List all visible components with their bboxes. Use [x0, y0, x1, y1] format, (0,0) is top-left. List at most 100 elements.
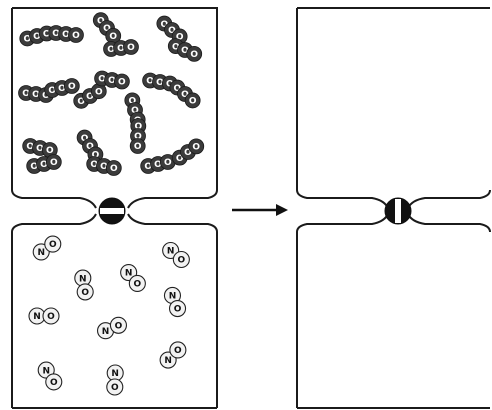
oxygen-atom-label: O — [46, 146, 54, 156]
oxygen-atom-label: O — [49, 240, 57, 250]
oxygen-atom-label: O — [81, 288, 89, 298]
oxygen-atom — [105, 160, 122, 176]
oxygen-atom-label: O — [174, 346, 182, 356]
oxygen-atom-label: O — [86, 92, 94, 102]
oxygen-atom-label: O — [42, 91, 50, 101]
oxygen-atom-label: O — [108, 76, 116, 86]
oxygen-atom-label: O — [81, 134, 89, 144]
nitrogen-atom-label: N — [37, 248, 45, 258]
oxygen-atom-label: O — [192, 143, 200, 153]
oxygen-atom-label: O — [103, 24, 111, 34]
nitric-oxide-molecule: NO — [74, 269, 94, 301]
oxygen-atom-label: O — [95, 87, 103, 97]
oxygen-atom-label: O — [164, 158, 172, 168]
oxygen-atom-label: O — [52, 29, 60, 39]
oxygen-atom-label: O — [36, 144, 44, 154]
oxygen-atom — [113, 73, 130, 90]
oxygen-atom-label: O — [134, 280, 142, 290]
oxygen-atom-label: O — [156, 78, 164, 88]
oxygen-atom-label: O — [174, 305, 182, 315]
nitric-oxide-molecule: NO — [159, 341, 187, 369]
oxygen-atom-label: O — [178, 256, 186, 266]
oxygen-atom-label: O — [62, 30, 70, 40]
nitric-oxide-molecule: NO — [106, 364, 124, 396]
oxygen-atom-label: O — [154, 160, 162, 170]
oxygen-atom-label: O — [168, 26, 176, 36]
nitric-oxide-molecule: NO — [162, 241, 190, 269]
oxygen-atom — [63, 78, 80, 94]
oxygen-atom-label: O — [22, 89, 30, 99]
oxygen-atom-label: O — [128, 97, 136, 107]
nitric-oxide-molecule: NO — [163, 286, 187, 318]
nitric-oxide-molecule: NO — [97, 316, 127, 340]
oxygen-atom-label: O — [97, 16, 105, 26]
oxygen-atom-label: O — [134, 142, 142, 152]
ozone-molecule: OOO — [156, 15, 188, 45]
left-apparatus — [11, 7, 218, 409]
nitrogen-atom-label: N — [125, 269, 133, 279]
oxygen-atom-label: O — [58, 84, 66, 94]
oxygen-atom-label: O — [176, 33, 184, 43]
ozone-molecule: OOO — [171, 138, 205, 166]
nitric-oxide-molecule: NO — [32, 235, 62, 261]
oxygen-atom-label: O — [43, 30, 51, 40]
oxygen-atom-label: O — [134, 132, 142, 142]
oxygen-atom-label: O — [40, 160, 48, 170]
oxygen-atom-label: O — [86, 142, 94, 152]
oxygen-atom-label: O — [131, 106, 139, 116]
oxygen-atom-label: O — [176, 154, 184, 164]
oxygen-atom — [45, 154, 62, 170]
oxygen-atom-label: O — [117, 44, 125, 54]
oxygen-atom — [42, 307, 60, 325]
oxygen-atom — [186, 45, 203, 62]
oxygen-atom — [188, 138, 205, 155]
oxygen-atom-label: O — [181, 90, 189, 100]
oxygen-atom-label: O — [174, 84, 182, 94]
oxygen-atom-label: O — [107, 45, 115, 55]
oxygen-atom-label: O — [181, 46, 189, 56]
nitrogen-atom-label: N — [42, 366, 50, 376]
oxygen-atom — [184, 92, 201, 109]
oxygen-atom-label: O — [90, 160, 98, 170]
right-bottom-chamber — [296, 213, 491, 408]
oxygen-atom-label: O — [109, 32, 117, 42]
oxygen-atom-label: O — [111, 383, 119, 393]
oxygen-atom — [128, 274, 146, 293]
oxygen-atom-label: O — [134, 122, 142, 132]
closed-valve — [98, 197, 126, 225]
oxygen-atom-label: O — [77, 97, 85, 107]
nitrogen-atom-label: N — [164, 356, 172, 366]
open-valve — [384, 197, 412, 225]
ozone-molecule: OOO — [169, 79, 201, 109]
oxygen-atom — [168, 299, 187, 318]
oxygen-atom — [45, 373, 63, 391]
oxygen-atom-label: O — [144, 162, 152, 172]
oxygen-atom-label: O — [115, 321, 123, 331]
oxygen-atom — [68, 27, 84, 43]
right-top-chamber — [296, 7, 491, 209]
oxygen-atom — [109, 316, 127, 334]
nitrogen-atom-label: N — [169, 292, 177, 302]
oxygen-atom-label: O — [50, 158, 58, 168]
nitric-oxide-molecule: NO — [37, 361, 63, 391]
oxygen-atom-label: O — [98, 75, 106, 85]
oxygen-atom-label: O — [30, 162, 38, 172]
oxygen-atom — [106, 378, 124, 396]
oxygen-atom-label: O — [127, 43, 135, 53]
oxygen-atom-label: O — [146, 77, 154, 87]
oxygen-atom — [76, 283, 94, 301]
oxygen-atom — [172, 250, 190, 269]
